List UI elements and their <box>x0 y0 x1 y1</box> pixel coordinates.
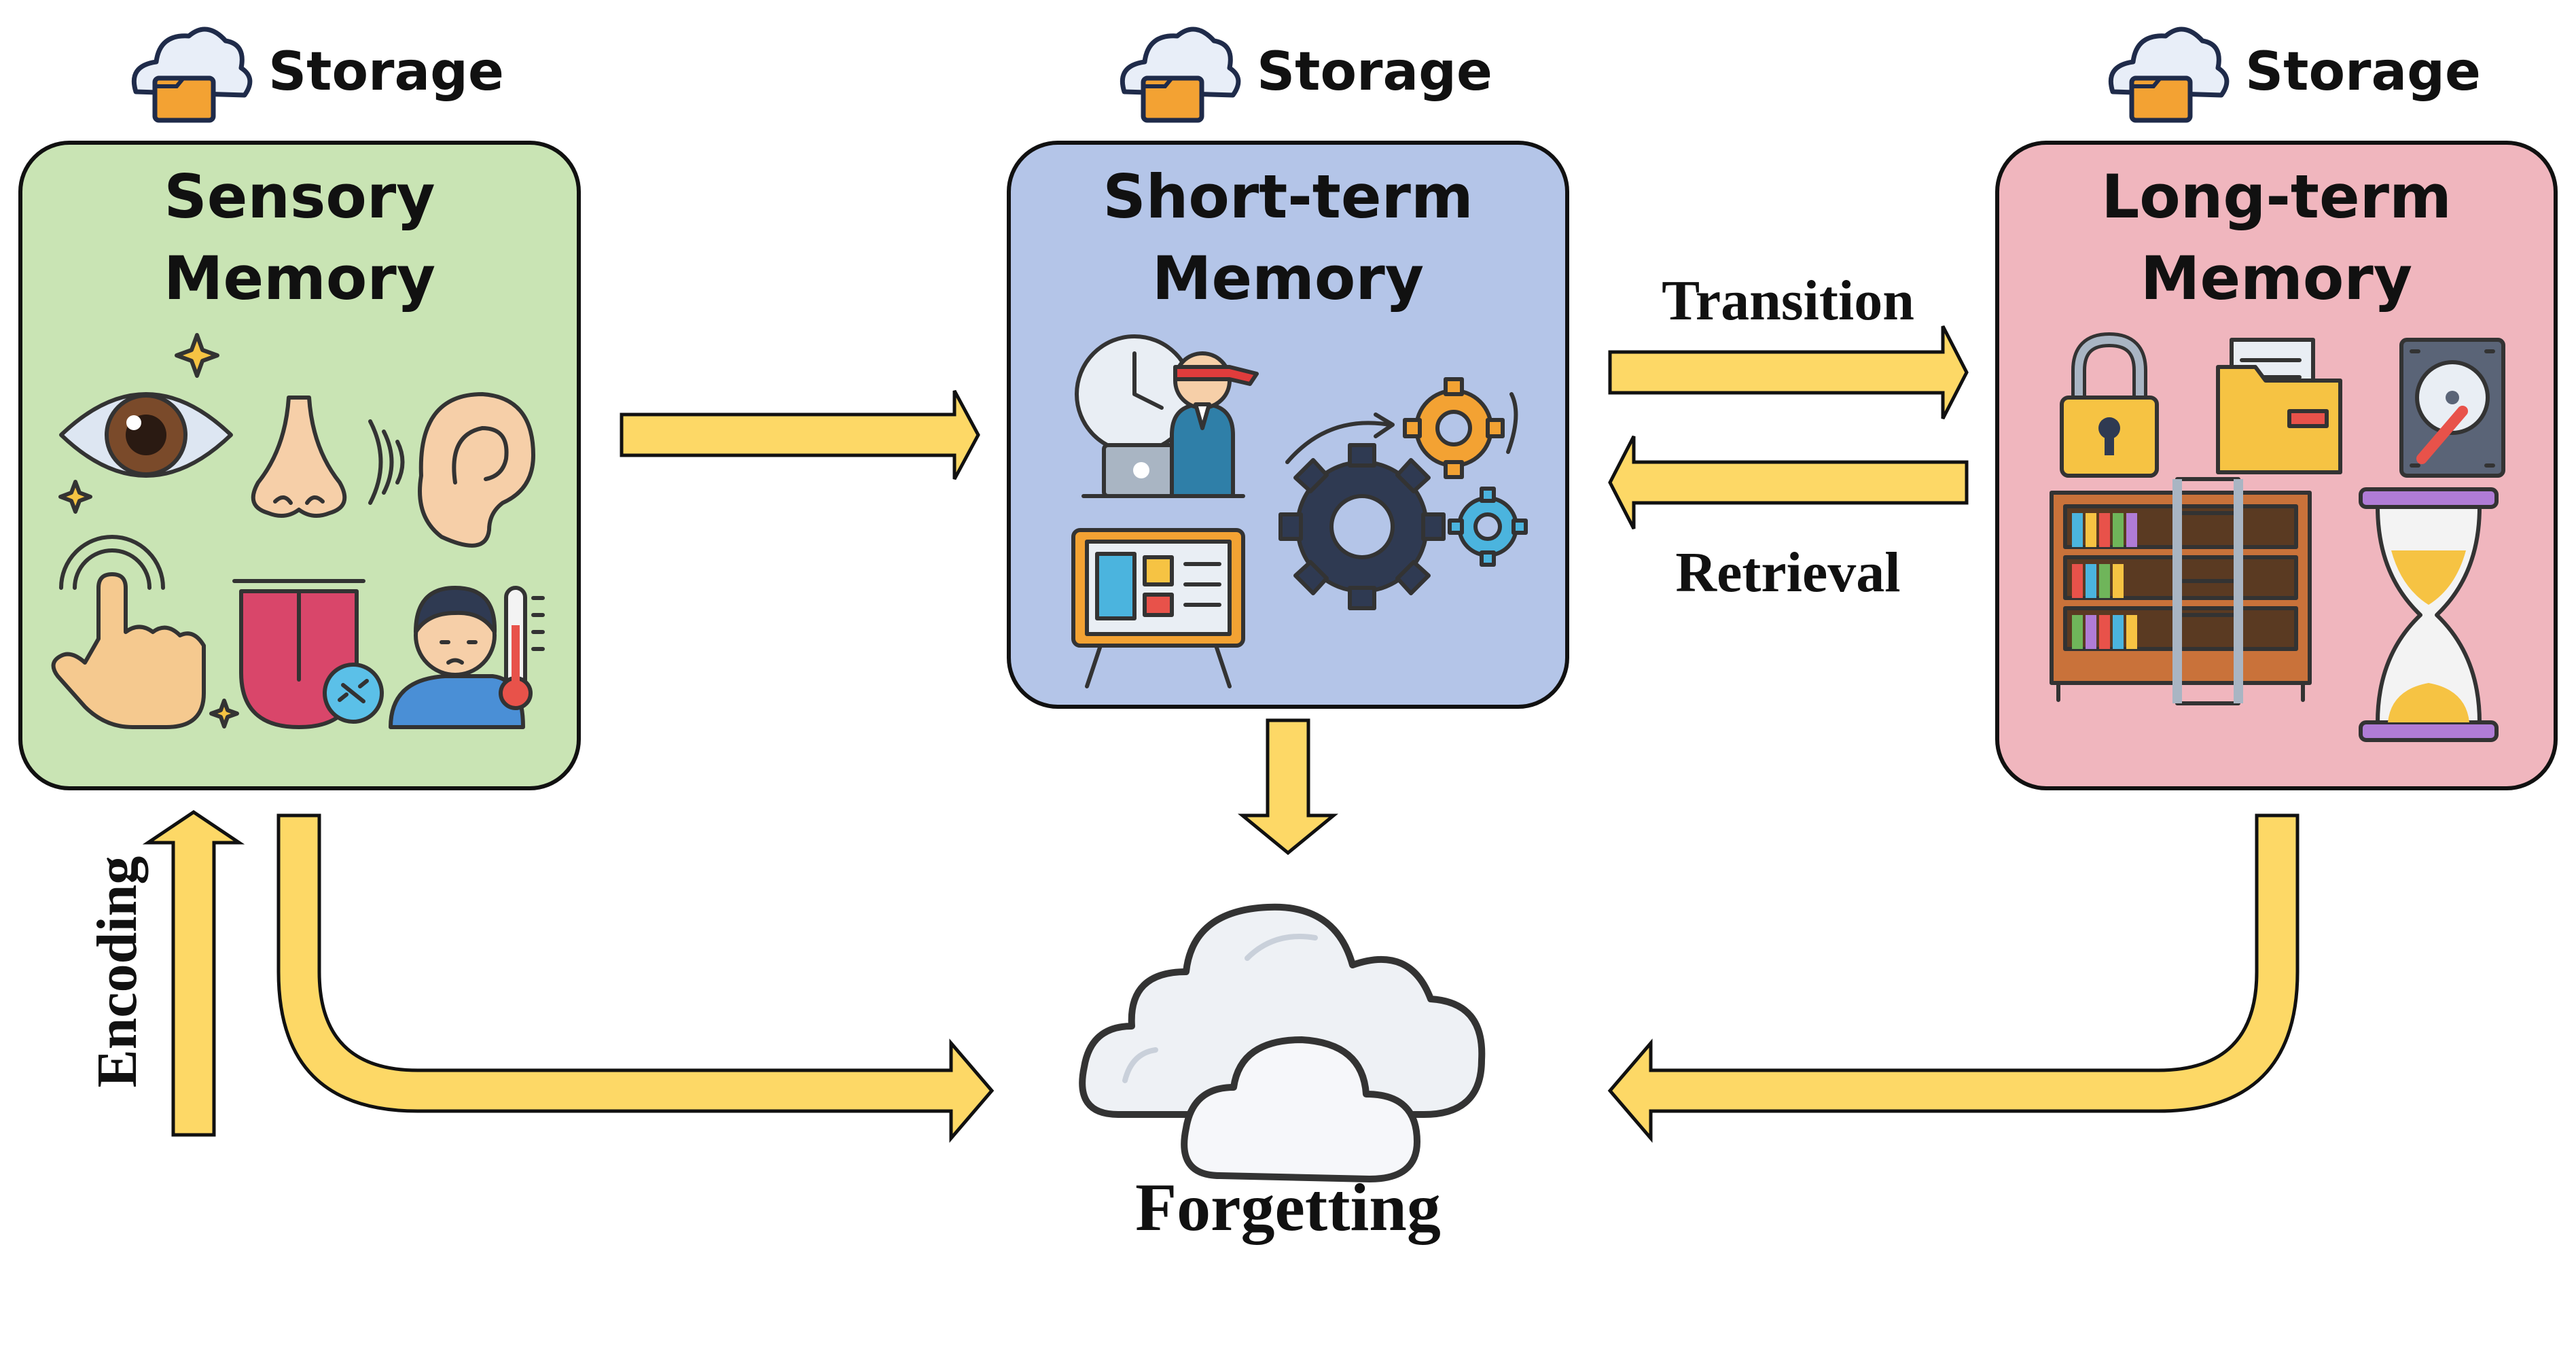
arrow-retrieval <box>1608 435 1969 530</box>
eye-icon <box>58 333 233 514</box>
hard-drive-icon <box>2399 338 2505 478</box>
tongue-icon <box>209 579 384 729</box>
storage-header-long-term: Storage <box>2108 27 2481 123</box>
cloud-storage-icon <box>1120 27 1241 123</box>
encoding-label: Encoding <box>86 856 149 1088</box>
gears-icon <box>1278 377 1528 610</box>
hourglass-icon <box>2359 487 2499 742</box>
arrow-sensory-to-short-term <box>620 389 980 480</box>
sensory-title-line2: Memory <box>164 243 435 313</box>
storage-label: Storage <box>268 41 504 103</box>
long-term-title-line2: Memory <box>2141 243 2412 313</box>
short-term-title-line1: Short-term <box>1103 162 1473 232</box>
sensory-title-line1: Sensory <box>164 162 435 232</box>
touch-hand-icon <box>51 535 206 729</box>
temperature-person-icon <box>389 586 545 729</box>
long-term-title-line1: Long-term <box>2101 162 2452 232</box>
arrow-transition <box>1608 325 1969 420</box>
sensory-memory-box: Sensory Memory <box>18 141 581 790</box>
arrow-short-term-to-forgetting <box>1238 718 1338 856</box>
short-term-title-line2: Memory <box>1152 243 1424 313</box>
cloud-storage-icon <box>131 27 253 123</box>
forgetting-cloud-icon <box>1079 903 1486 1182</box>
retrieval-label: Retrieval <box>1675 541 1900 604</box>
bookshelf-icon <box>2050 477 2312 705</box>
forgetting-label: Forgetting <box>1135 1170 1441 1245</box>
storage-label: Storage <box>1257 41 1492 103</box>
folder-icon <box>2216 338 2342 474</box>
arrow-encoding <box>142 809 245 1137</box>
cloud-storage-icon <box>2108 27 2230 123</box>
short-term-memory-box: Short-term Memory <box>1007 141 1569 709</box>
storage-label: Storage <box>2245 41 2481 103</box>
arrow-long-term-to-forgetting <box>1607 813 2300 1143</box>
nose-icon <box>251 396 347 518</box>
storage-header-short-term: Storage <box>1120 27 1492 123</box>
padlock-icon <box>2060 332 2159 478</box>
ear-icon <box>368 392 535 548</box>
arrow-sensory-to-forgetting <box>276 813 995 1143</box>
long-term-memory-box: Long-term Memory <box>1995 141 2558 790</box>
transition-label: Transition <box>1662 269 1914 332</box>
task-board-icon <box>1071 528 1245 688</box>
clock-worker-icon <box>1075 334 1259 498</box>
storage-header-sensory: Storage <box>131 27 504 123</box>
